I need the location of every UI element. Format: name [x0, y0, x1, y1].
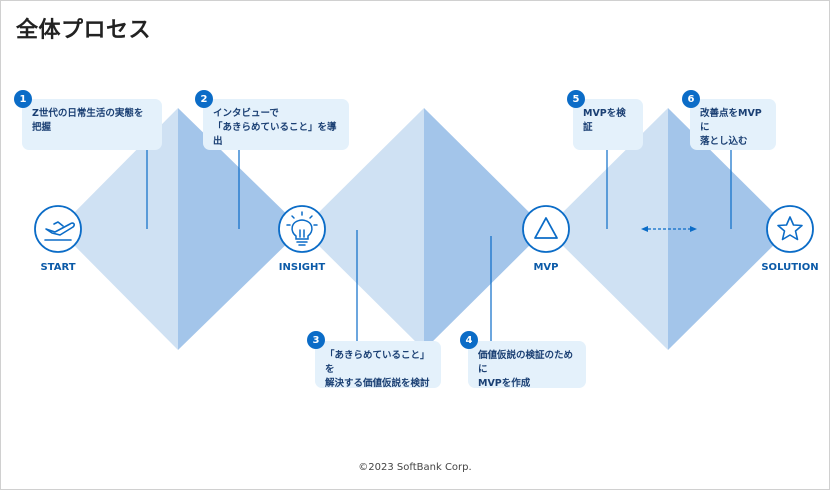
lightbulb-icon	[286, 211, 318, 246]
node-start-circle	[34, 205, 82, 253]
node-label-mvp: MVP	[533, 262, 559, 273]
step-4-callout: 価値仮説の検証のために MVPを作成	[468, 341, 586, 389]
diamond-2-left	[302, 108, 424, 350]
node-insight-circle	[278, 205, 326, 253]
airplane-takeoff-icon	[44, 221, 76, 241]
step-1-badge: 1	[14, 90, 32, 108]
diamond-2-right	[424, 108, 546, 350]
step-6-callout: 改善点をMVPに 落とし込む	[690, 99, 776, 150]
step-6-badge: 6	[682, 90, 700, 108]
triangle-icon	[534, 217, 558, 239]
diamond-3-right	[668, 108, 790, 350]
node-mvp-circle	[522, 205, 570, 253]
step-3-callout: 「あきらめていること」を 解決する価値仮説を検討	[315, 341, 441, 389]
copyright: ©2023 SoftBank Corp.	[358, 462, 472, 473]
step-1-callout: Z世代の日常生活の実態を把握	[22, 99, 162, 150]
step-2-badge: 2	[195, 90, 213, 108]
page-title: 全体プロセス	[16, 18, 152, 43]
step-4-badge: 4	[460, 331, 478, 349]
node-label-insight: INSIGHT	[278, 262, 326, 273]
node-label-start: START	[40, 262, 76, 273]
step-5-badge: 5	[567, 90, 585, 108]
star-icon	[777, 216, 803, 241]
step-3-badge: 3	[307, 331, 325, 349]
step-5-callout: MVPを検証	[573, 99, 643, 150]
diamond-1-left	[58, 108, 178, 350]
node-solution-circle	[766, 205, 814, 253]
diamond-1-right	[178, 108, 302, 350]
node-label-solution: SOLUTION	[761, 262, 819, 273]
iteration-arrow	[641, 226, 697, 232]
step-2-callout: インタビューで 「あきらめていること」を導出	[203, 99, 349, 150]
